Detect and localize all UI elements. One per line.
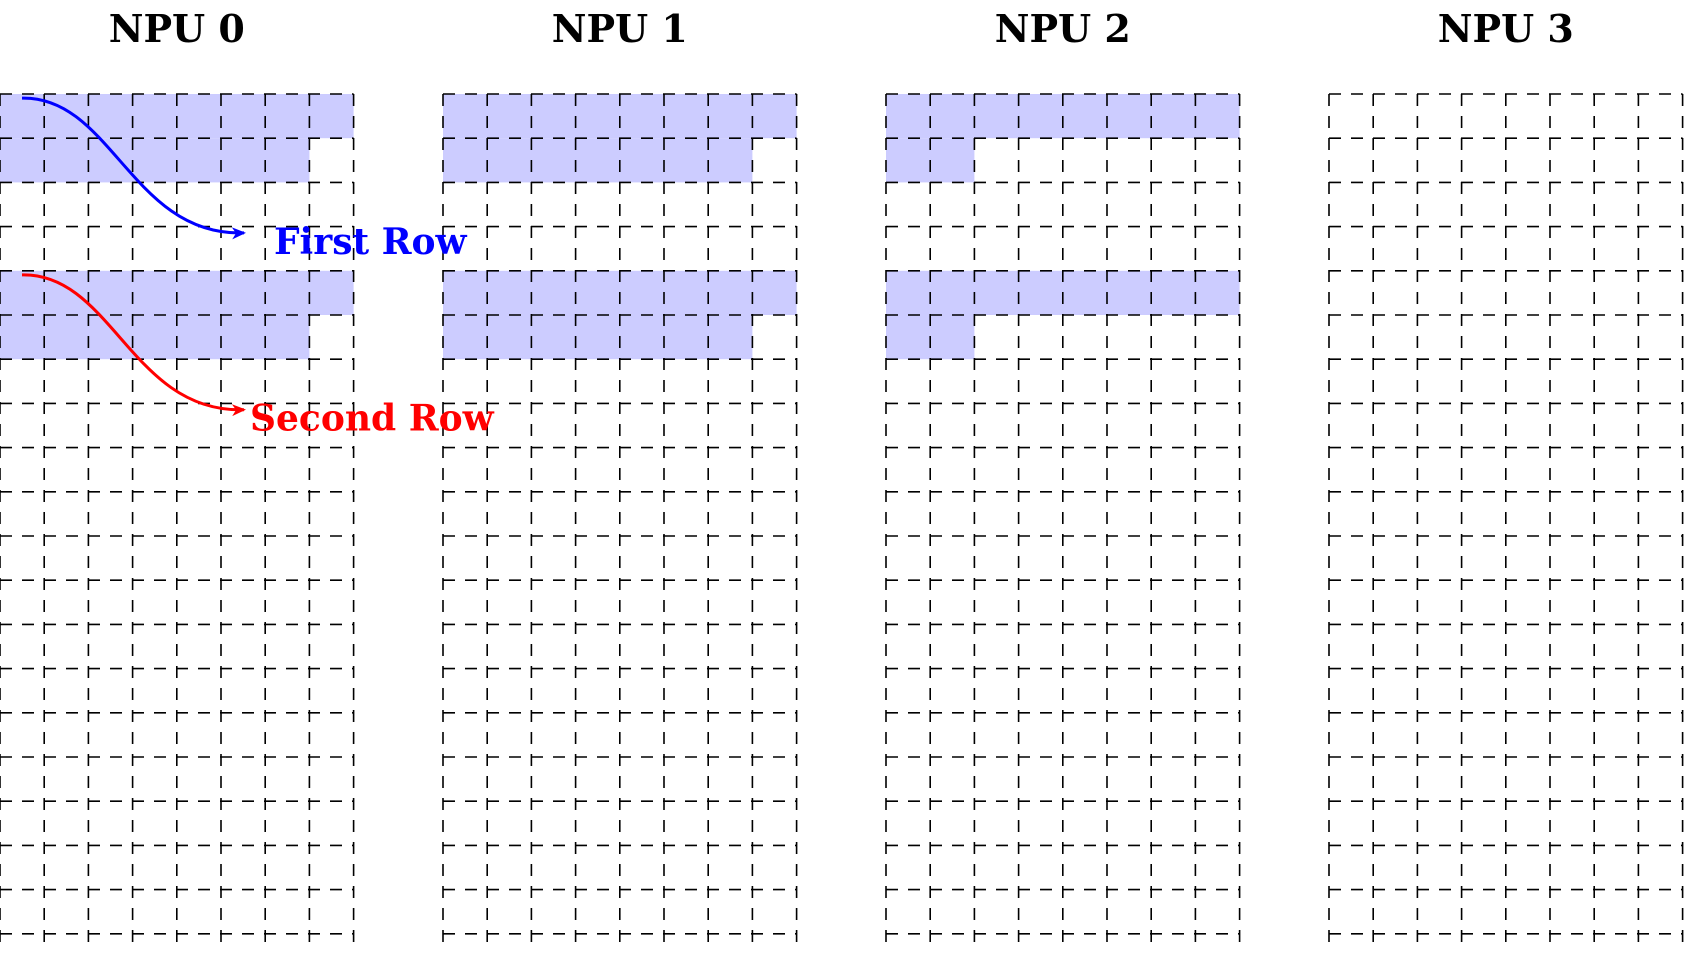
npu-panel-3: NPU 3 — [1328, 6, 1684, 948]
npu-title: NPU 3 — [1438, 6, 1574, 51]
highlighted-row-5 — [443, 315, 753, 360]
highlighted-row-1 — [0, 138, 310, 183]
highlighted-row-1 — [443, 138, 753, 183]
npu-title: NPU 0 — [109, 6, 245, 51]
npu-panel-1: NPU 1 — [442, 6, 798, 948]
npu-panel-0: NPU 0 — [0, 6, 355, 948]
annotation-label: Second Row — [250, 398, 495, 440]
npu-title: NPU 2 — [995, 6, 1131, 51]
annotation-arrow — [21, 96, 246, 240]
npu-panel-2: NPU 2 — [885, 6, 1241, 948]
highlighted-row-5 — [0, 315, 310, 360]
annotation-arrow — [21, 273, 246, 417]
annotation-label: First Row — [274, 221, 468, 263]
npu-title: NPU 1 — [552, 6, 688, 51]
